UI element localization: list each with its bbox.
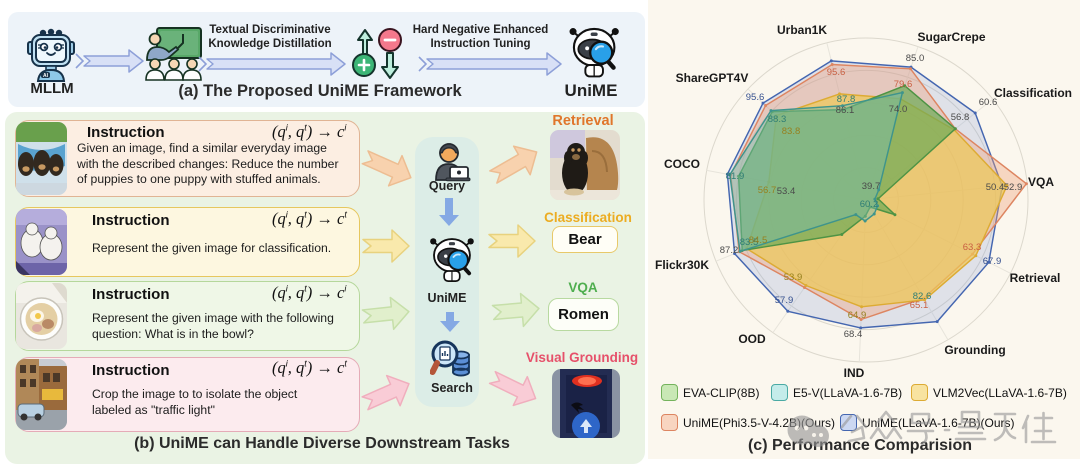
svg-text:AI: AI <box>43 73 49 79</box>
